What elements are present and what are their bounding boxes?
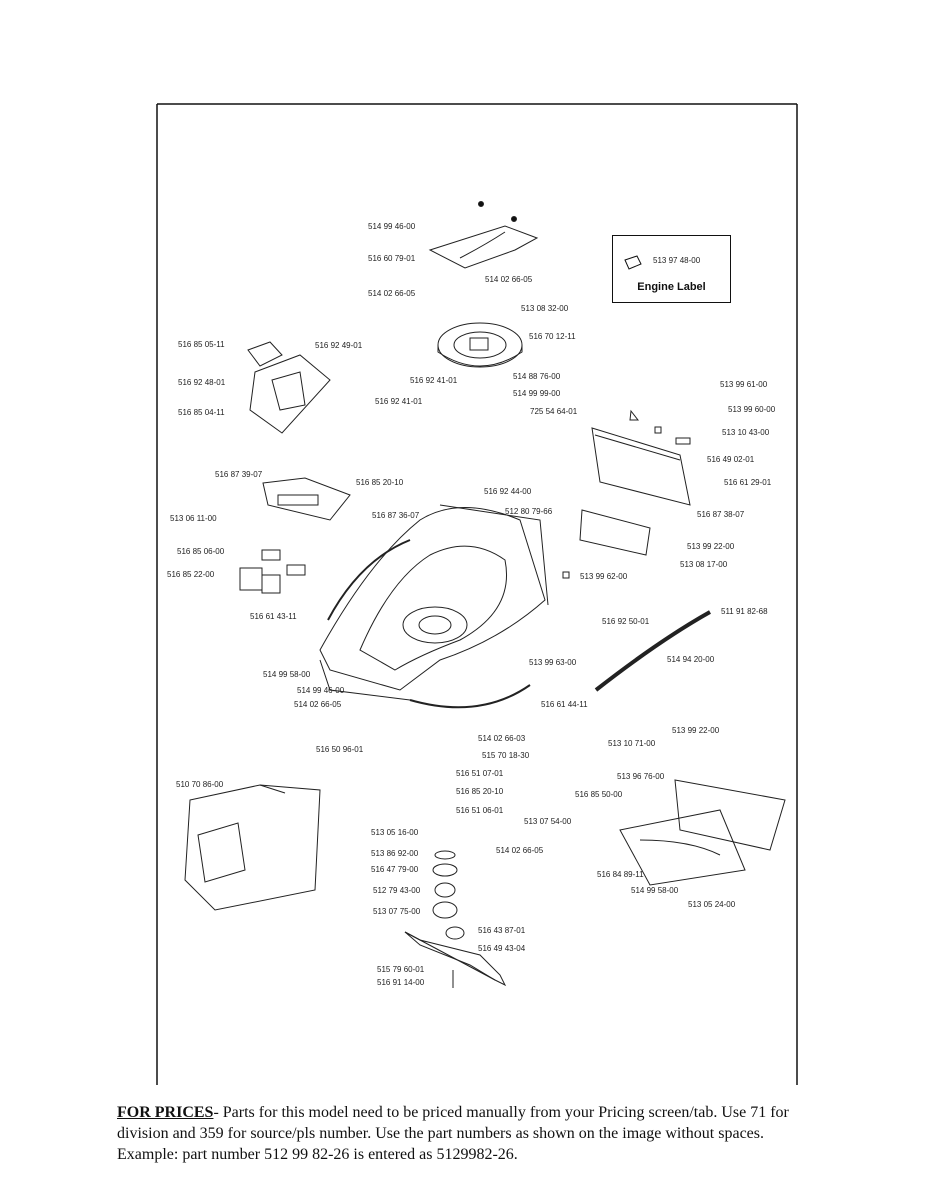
part-label: 513 99 22-00 xyxy=(672,726,720,735)
part-label: 513 99 60-00 xyxy=(728,405,776,414)
part-label: 513 10 43-00 xyxy=(722,428,770,437)
part-label: 516 84 89-11 xyxy=(597,870,644,879)
part-label: 515 79 60-01 xyxy=(377,965,425,974)
pricing-note: FOR PRICES- Parts for this model need to… xyxy=(117,1102,817,1165)
part-label: 516 92 49-01 xyxy=(315,341,363,350)
part-label: 513 05 16-00 xyxy=(371,828,419,837)
part-label: 513 99 22-00 xyxy=(687,542,735,551)
part-label: 516 49 43-04 xyxy=(478,944,526,953)
part-label: 516 92 41-01 xyxy=(410,376,458,385)
part-label: 514 99 99-00 xyxy=(513,389,561,398)
part-label: 514 99 58-00 xyxy=(263,670,311,679)
part-label: 516 92 44-00 xyxy=(484,487,532,496)
engine-label-box: 513 97 48-00 Engine Label xyxy=(612,235,731,303)
part-label: 514 02 66-05 xyxy=(485,275,533,284)
pricing-note-text: - Parts for this model need to be priced… xyxy=(117,1104,789,1163)
part-label: 514 02 66-05 xyxy=(294,700,342,709)
part-label: 515 70 18-30 xyxy=(482,751,530,760)
part-label: 516 91 14-00 xyxy=(377,978,425,987)
part-label: 513 99 61-00 xyxy=(720,380,768,389)
part-label: 516 60 79-01 xyxy=(368,254,416,263)
part-label: 516 70 12-11 xyxy=(529,332,576,341)
part-label: 514 02 66-03 xyxy=(478,734,526,743)
part-label: 513 05 24-00 xyxy=(688,900,736,909)
part-label: 516 92 41-01 xyxy=(375,397,423,406)
part-label: 512 79 43-00 xyxy=(373,886,421,895)
engine-label-title: Engine Label xyxy=(637,281,706,293)
part-label: 516 51 06-01 xyxy=(456,806,504,815)
part-label: 513 99 63-00 xyxy=(529,658,577,667)
part-label: 514 88 76-00 xyxy=(513,372,561,381)
part-label: 516 87 39-07 xyxy=(215,470,263,479)
pricing-note-lead: FOR PRICES xyxy=(117,1104,214,1121)
part-label: 516 50 96-01 xyxy=(316,745,364,754)
part-label: 514 99 46-00 xyxy=(297,686,345,695)
part-label: 512 80 79-66 xyxy=(505,507,553,516)
part-label: 513 96 76-00 xyxy=(617,772,665,781)
part-label: 513 99 62-00 xyxy=(580,572,628,581)
part-label: 514 99 46-00 xyxy=(368,222,416,231)
part-label: 516 43 87-01 xyxy=(478,926,526,935)
label-sticker-icon xyxy=(624,255,642,270)
part-label: 516 49 02-01 xyxy=(707,455,755,464)
part-label: 516 92 50-01 xyxy=(602,617,650,626)
part-label: 516 85 05-11 xyxy=(178,340,225,349)
part-label: 510 70 86-00 xyxy=(176,780,224,789)
part-label: 513 86 92-00 xyxy=(371,849,419,858)
part-label: 516 85 22-00 xyxy=(167,570,215,579)
part-label: 516 92 48-01 xyxy=(178,378,226,387)
part-label: 516 85 04-11 xyxy=(178,408,225,417)
part-label: 513 08 32-00 xyxy=(521,304,569,313)
part-label: 516 85 06-00 xyxy=(177,547,225,556)
part-label: 513 10 71-00 xyxy=(608,739,656,748)
part-label: 516 61 43-11 xyxy=(250,612,297,621)
part-label: 513 08 17-00 xyxy=(680,560,728,569)
part-label: 516 87 36-07 xyxy=(372,511,420,520)
part-label: 516 61 44-11 xyxy=(541,700,588,709)
part-label: 513 06 11-00 xyxy=(170,514,217,523)
part-label: 511 91 82-68 xyxy=(721,607,768,616)
part-label: 514 02 66-05 xyxy=(496,846,544,855)
part-label: 516 51 07-01 xyxy=(456,769,504,778)
part-label: 514 94 20-00 xyxy=(667,655,715,664)
part-label: 516 85 20-10 xyxy=(356,478,404,487)
engine-label-part: 513 97 48-00 xyxy=(653,256,701,265)
part-label: 514 99 58-00 xyxy=(631,886,679,895)
part-label: 516 61 29-01 xyxy=(724,478,772,487)
part-label: 516 85 50-00 xyxy=(575,790,623,799)
part-label: 516 85 20-10 xyxy=(456,787,504,796)
part-label: 516 87 38-07 xyxy=(697,510,745,519)
part-label: 513 07 54-00 xyxy=(524,817,572,826)
part-label: 725 54 64-01 xyxy=(530,407,578,416)
part-label: 516 47 79-00 xyxy=(371,865,419,874)
part-label: 513 07 75-00 xyxy=(373,907,421,916)
part-label: 514 02 66-05 xyxy=(368,289,416,298)
